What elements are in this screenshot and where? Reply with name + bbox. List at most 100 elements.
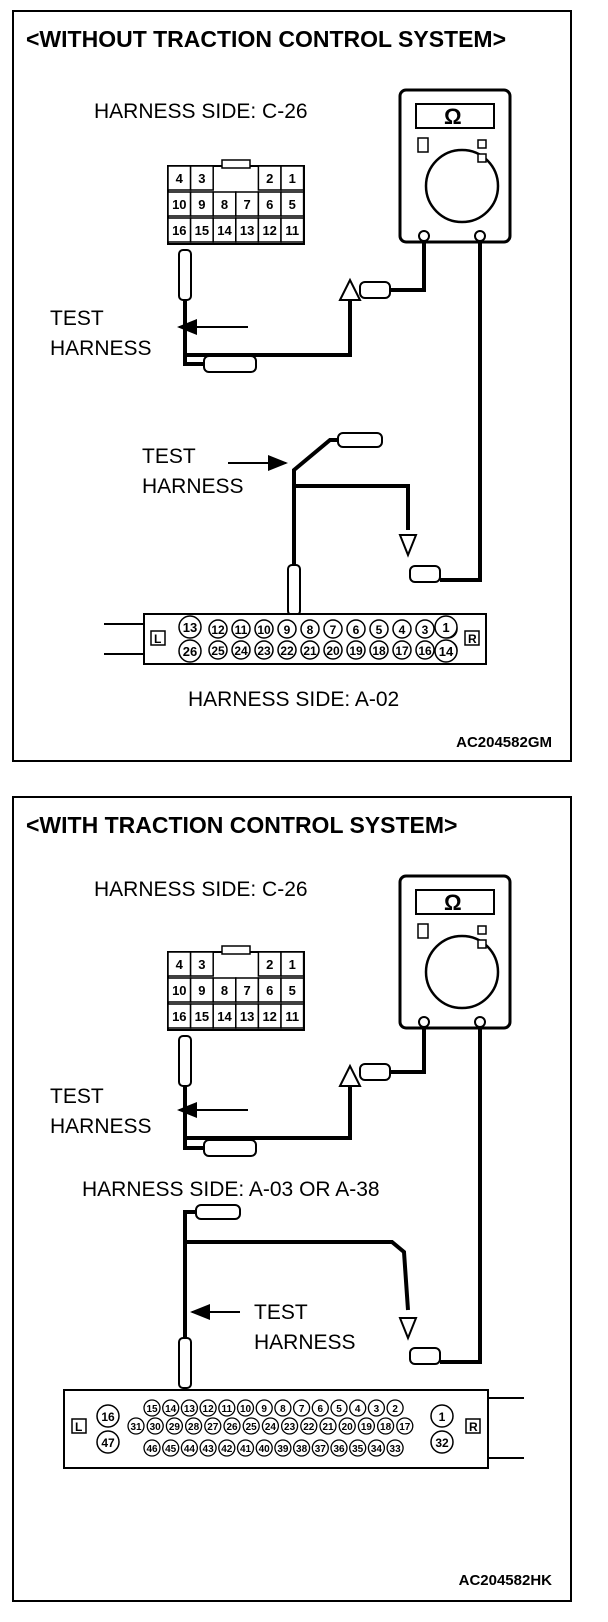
pin-number: 15 <box>195 1009 209 1024</box>
panel-title: <WITHOUT TRACTION CONTROL SYSTEM> <box>26 26 507 52</box>
pin-number: 5 <box>289 983 296 998</box>
connector-pin <box>280 191 305 217</box>
pin-number: 8 <box>307 623 314 637</box>
pin-number: 15 <box>195 223 209 238</box>
pin-number: 5 <box>289 197 296 212</box>
connector-pin <box>236 1399 255 1417</box>
connector-pin <box>208 640 228 660</box>
pin-number: 5 <box>336 1404 342 1415</box>
pin-number: 13 <box>183 620 197 635</box>
connector-pin <box>346 619 366 639</box>
connector-pin <box>231 619 251 639</box>
pin-number: 10 <box>172 983 186 998</box>
connector-pin <box>346 640 366 660</box>
connector-pin <box>330 1399 348 1417</box>
pin-number: 36 <box>333 1444 345 1455</box>
pin-number: 21 <box>303 644 317 658</box>
pin-number: 6 <box>266 197 273 212</box>
connector-pin <box>386 1399 404 1417</box>
pin-number: 9 <box>261 1404 267 1415</box>
pin-number: 8 <box>221 983 228 998</box>
multimeter: Ω <box>398 874 512 1030</box>
pin-number: 44 <box>184 1444 196 1455</box>
connector-pin <box>162 1399 180 1417</box>
pin-number: 17 <box>395 644 409 658</box>
pin-number: 16 <box>172 223 186 238</box>
connector-pin <box>434 639 458 663</box>
connector-pin <box>199 1399 217 1417</box>
pin-number: 4 <box>176 171 184 186</box>
pin-number: 15 <box>146 1404 158 1415</box>
connector-pin <box>311 1439 329 1457</box>
pin-number: 24 <box>234 644 248 658</box>
connector-pin <box>180 1439 199 1457</box>
pin-number: 39 <box>277 1444 289 1455</box>
multimeter: Ω <box>398 88 512 244</box>
pin-number: 40 <box>259 1444 271 1455</box>
connector-pin <box>208 619 228 639</box>
side-right: R <box>468 632 477 646</box>
connector-pin <box>127 1417 145 1435</box>
pin-number: 2 <box>266 171 273 186</box>
connector-pin <box>280 217 305 243</box>
connector-pin <box>300 1417 318 1435</box>
pin-number: 4 <box>176 957 184 972</box>
pin-number: 37 <box>315 1444 327 1455</box>
pin-number: 45 <box>165 1444 177 1455</box>
connector-pin <box>430 1404 454 1428</box>
connector-pin <box>392 619 412 639</box>
connector-pin <box>311 1399 329 1417</box>
pin-number: 9 <box>284 623 291 637</box>
connector-pin <box>199 1439 217 1457</box>
pin-number: 3 <box>198 957 205 972</box>
connector-pin <box>180 1399 199 1417</box>
pin-number: 7 <box>330 623 337 637</box>
pin-number: 2 <box>266 957 273 972</box>
connector-pin <box>280 951 305 977</box>
pin-number: 1 <box>442 620 449 635</box>
connector-pin <box>223 1417 241 1435</box>
connector-pin <box>434 615 458 639</box>
side-left: L <box>75 1420 82 1434</box>
pin-number: 33 <box>390 1444 402 1455</box>
ohm-symbol: Ω <box>444 890 462 915</box>
figure-code: AC204582HK <box>458 1572 552 1589</box>
pin-number: 13 <box>184 1404 196 1415</box>
pin-number: 32 <box>435 1436 449 1450</box>
connector-pin <box>277 619 297 639</box>
pin-number: 25 <box>246 1422 258 1433</box>
pin-number: 9 <box>198 983 205 998</box>
connector-pin <box>300 640 320 660</box>
connector-pin <box>255 1399 273 1417</box>
connector-pin <box>274 1439 292 1457</box>
pin-number: 14 <box>165 1404 177 1415</box>
pin-number: 8 <box>221 197 228 212</box>
pin-number: 1 <box>439 1410 446 1424</box>
pin-number: 47 <box>101 1436 115 1450</box>
pin-number: 10 <box>240 1404 252 1415</box>
connector-pin <box>292 1399 311 1417</box>
pin-number: 10 <box>257 623 271 637</box>
pin-number: 16 <box>172 1009 186 1024</box>
test-harness-label-upper: TEST HARNESS <box>50 307 152 360</box>
connector-pin <box>143 1399 161 1417</box>
a02-connector: L R 121110987654322524232221201918171615… <box>104 613 487 665</box>
pin-number: 1 <box>289 171 296 186</box>
connector-pin <box>189 165 214 191</box>
pin-number: 20 <box>342 1422 354 1433</box>
connector-pin <box>280 165 305 191</box>
pin-number: 22 <box>303 1422 315 1433</box>
connector-pin <box>338 1417 356 1435</box>
pin-number: 11 <box>222 1404 233 1415</box>
pin-number: 2 <box>392 1404 398 1415</box>
connector-pin <box>254 640 274 660</box>
harness-side-a02-label: HARNESS SIDE: A-02 <box>188 688 400 711</box>
pin-number: 6 <box>353 623 360 637</box>
side-left: L <box>154 632 161 646</box>
connector-pin <box>396 1417 414 1435</box>
panel-with-tcs: <WITH TRACTION CONTROL SYSTEM> HARNESS S… <box>12 796 572 1602</box>
pin-number: 11 <box>285 223 299 238</box>
pin-number: 7 <box>243 983 250 998</box>
